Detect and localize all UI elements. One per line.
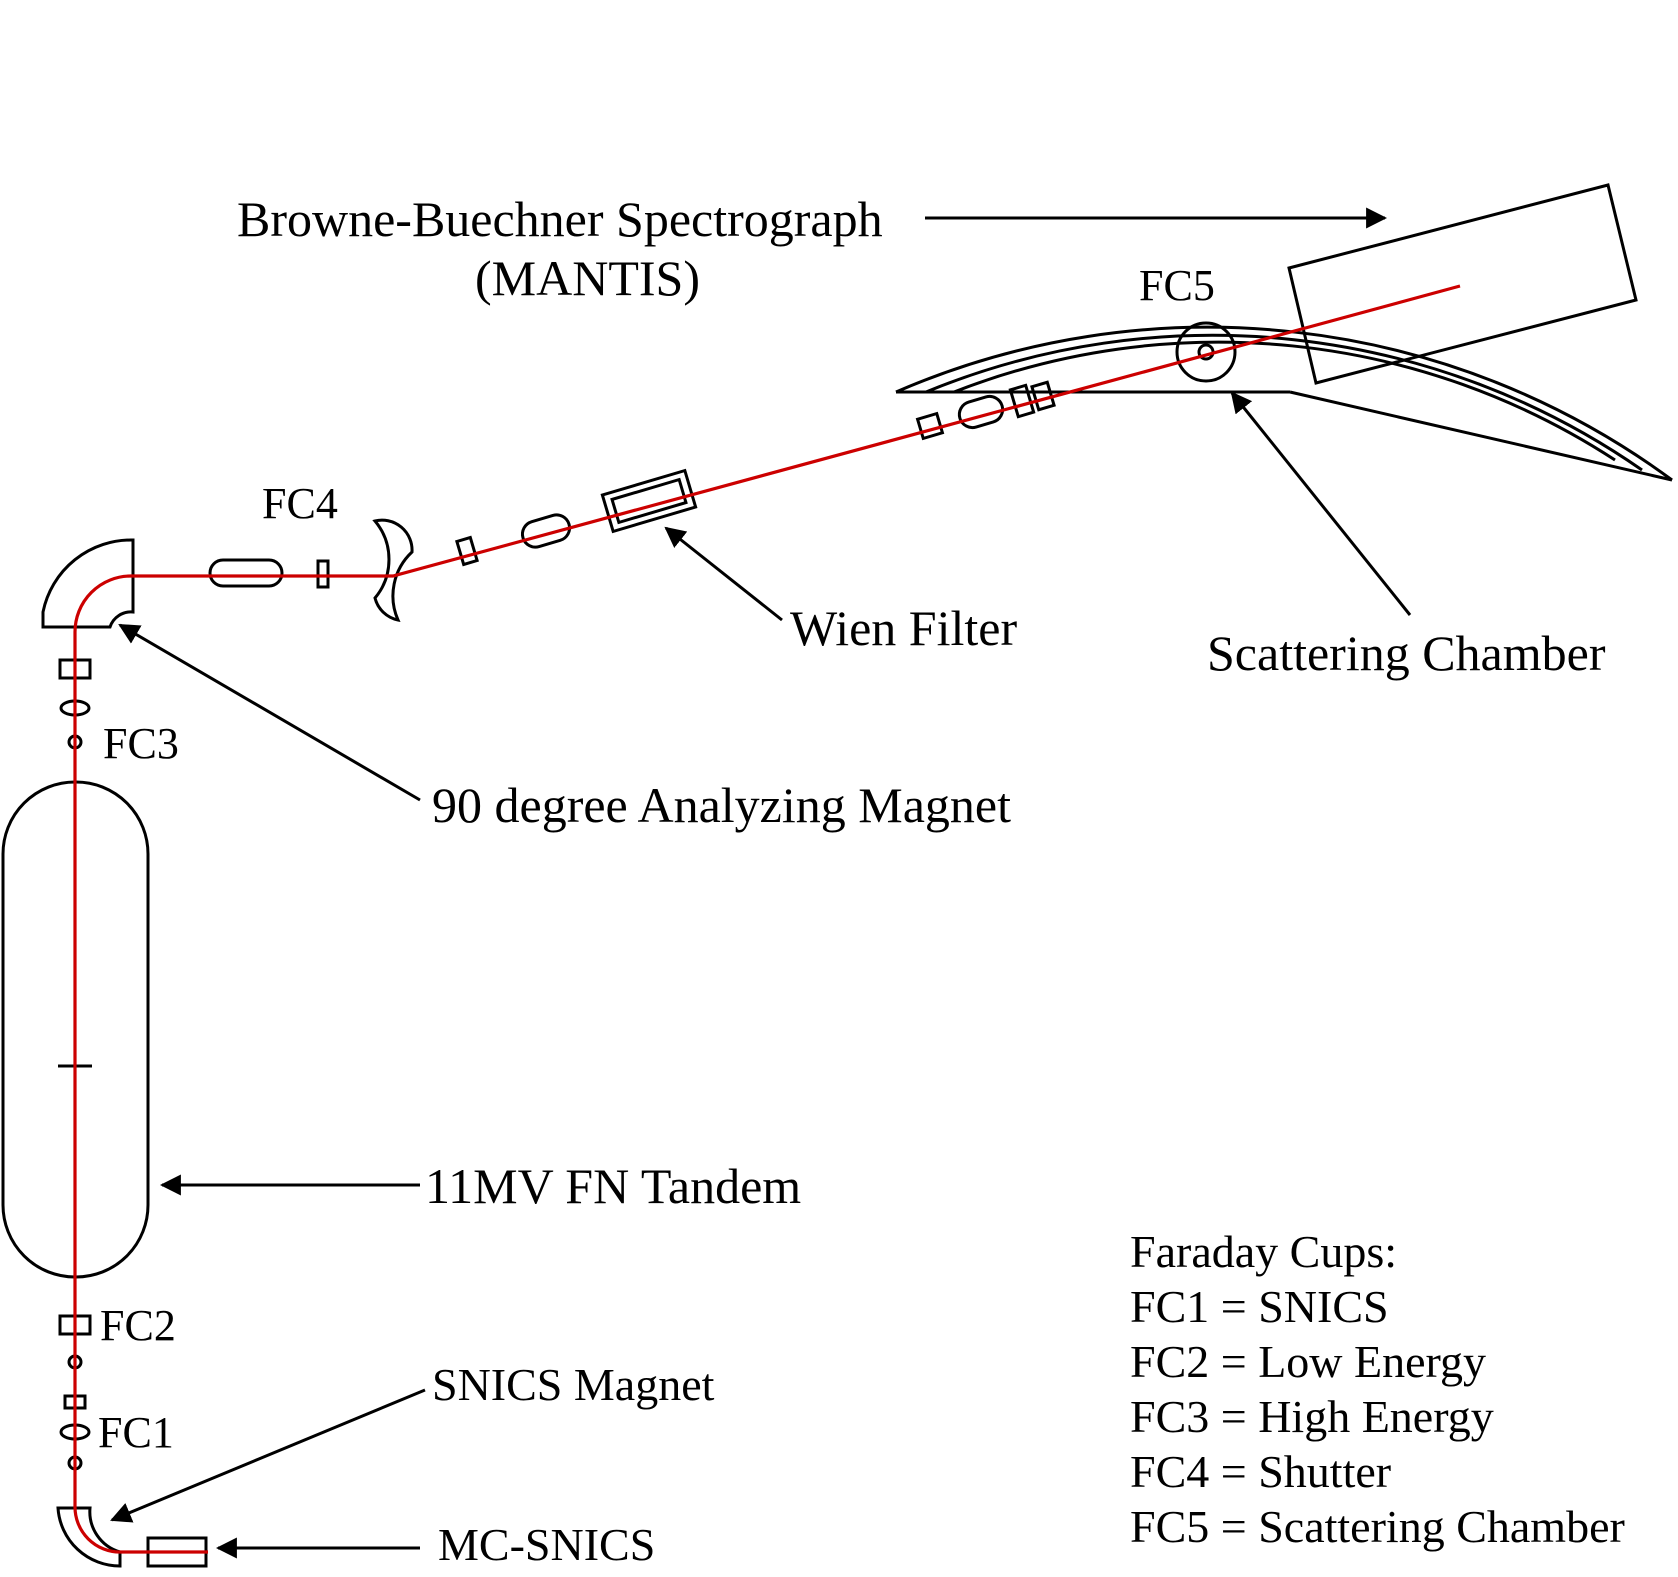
snics-magnet (56, 1506, 122, 1568)
wien-filter (600, 468, 698, 534)
label-mantis: (MANTIS) (475, 250, 700, 306)
label-tandem: 11MV FN Tandem (425, 1158, 801, 1214)
legend-item: FC4 = Shutter (1130, 1446, 1391, 1497)
analyzing-magnet (41, 538, 135, 629)
label-analyzing-magnet: 90 degree Analyzing Magnet (432, 777, 1011, 833)
label-mc-snics: MC-SNICS (438, 1519, 655, 1570)
label-wien-filter: Wien Filter (790, 600, 1017, 656)
pointer-arrows (110, 207, 1412, 1559)
legend: Faraday Cups: FC1 = SNICS FC2 = Low Ener… (1130, 1226, 1625, 1552)
legend-item: FC3 = High Energy (1130, 1391, 1494, 1442)
label-scattering-chamber: Scattering Chamber (1207, 625, 1606, 681)
label-snics-magnet: SNICS Magnet (432, 1359, 715, 1410)
labels: Browne-Buechner Spectrograph (MANTIS) FC… (98, 191, 1606, 1570)
legend-item: FC1 = SNICS (1130, 1281, 1389, 1332)
label-fc5: FC5 (1139, 261, 1215, 310)
label-fc2: FC2 (100, 1301, 176, 1350)
label-fc4: FC4 (262, 479, 338, 528)
fc4-shutter (372, 518, 414, 623)
beam-path (73, 284, 1461, 1554)
label-fc3: FC3 (103, 719, 179, 768)
label-spectrograph: Browne-Buechner Spectrograph (237, 191, 883, 247)
legend-title: Faraday Cups: (1130, 1226, 1397, 1277)
label-fc1: FC1 (98, 1408, 174, 1457)
legend-item: FC2 = Low Energy (1130, 1336, 1486, 1387)
legend-item: FC5 = Scattering Chamber (1130, 1501, 1625, 1552)
